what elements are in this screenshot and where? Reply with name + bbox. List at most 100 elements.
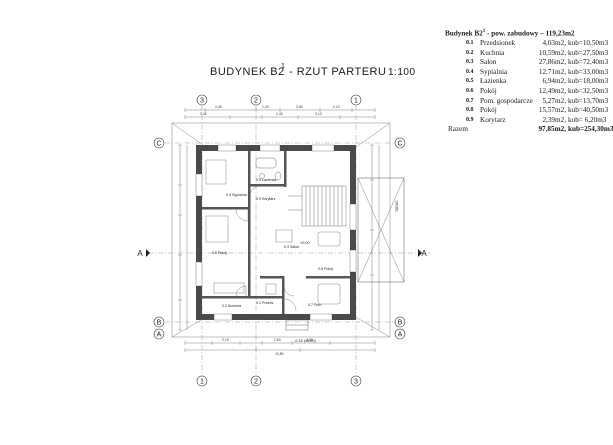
staircase xyxy=(301,185,347,227)
room-area: 2,39m2, xyxy=(542,115,566,124)
room-volume: kub=27,50m3 xyxy=(568,48,609,57)
inner-wall xyxy=(250,184,286,187)
door-swing xyxy=(235,285,247,297)
window xyxy=(217,144,237,152)
terrace-outline xyxy=(357,177,405,283)
room-area: 15,57m2, xyxy=(538,106,566,115)
inner-wall xyxy=(248,151,251,296)
legend-header: Budynek B21 - pow. zabudowy – 119,23m2 xyxy=(445,29,575,38)
legend-room-row: 0.3 Salon 27,86m2,kub=72,40m3 xyxy=(440,58,608,68)
section-label-a-right: A xyxy=(421,249,427,258)
inner-wall xyxy=(282,276,285,314)
entrance-elevation: -0,15 (±0,00) xyxy=(294,339,316,343)
svg-text:0.1 Przeds.: 0.1 Przeds. xyxy=(256,301,274,305)
room-volume: kub=72,40m3 xyxy=(568,58,609,67)
inner-wall xyxy=(260,276,284,279)
svg-text:0.9 Korytarz: 0.9 Korytarz xyxy=(256,197,276,201)
window xyxy=(259,144,281,152)
axis-label-2-top: 2 xyxy=(254,98,258,105)
svg-text:3,00: 3,00 xyxy=(306,338,313,342)
axis-marker-c-right xyxy=(394,137,406,149)
outer-wall-right xyxy=(350,145,356,320)
window xyxy=(309,313,333,321)
room-name: Przedsionek xyxy=(480,38,516,47)
room-volume: kub=32,50m3 xyxy=(568,86,609,95)
door-swing xyxy=(249,185,261,197)
axis-label-2-bottom: 2 xyxy=(254,379,258,386)
axis-marker-c-left xyxy=(153,137,165,149)
room-number: 0.9 xyxy=(466,116,474,123)
title-main: BUDYNEK B2 xyxy=(210,66,285,78)
axis-label-1-top: 1 xyxy=(354,98,358,105)
floor-elevation: +0,00 xyxy=(300,241,310,245)
axis-marker-b-left xyxy=(153,316,165,328)
room-number: 0.4 xyxy=(466,68,474,75)
svg-text:TARAS: TARAS xyxy=(395,200,399,212)
room-number: 0.5 xyxy=(466,78,474,85)
room-area: 27,86m2, xyxy=(538,58,566,67)
svg-text:2,45: 2,45 xyxy=(215,105,222,109)
window xyxy=(195,173,203,197)
room-legend: Budynek B21 - pow. zabudowy – 119,23m2 0… xyxy=(440,27,613,135)
room-volume: kub=33,00m3 xyxy=(568,67,609,76)
legend-total-row: Razem 97,85m2, kub=254,30m3 xyxy=(440,125,613,135)
section-label-a-left: A xyxy=(137,249,143,258)
door-swing xyxy=(235,208,249,222)
room-volume: kub=10,50m3 xyxy=(568,38,609,47)
room-number: 0.2 xyxy=(466,49,474,56)
room-name: Salon xyxy=(480,58,497,67)
axis-marker-b-right xyxy=(394,316,406,328)
svg-text:3,45: 3,45 xyxy=(200,112,207,116)
section-arrow-icon xyxy=(418,249,422,257)
title-rest: - RZUT PARTERU xyxy=(289,66,387,78)
room-volume: kub=18,00m3 xyxy=(568,77,609,86)
kitchen-counter xyxy=(213,282,245,294)
roof-outline xyxy=(171,122,391,338)
window xyxy=(213,313,233,321)
outer-wall-bottom xyxy=(196,314,356,320)
window xyxy=(311,144,335,152)
axis-label-a-left: A xyxy=(157,332,162,339)
room-name: Pom. gospodarcze xyxy=(480,96,533,105)
room-number: 0.3 xyxy=(466,59,474,66)
legend-total-area: 97,85m2, xyxy=(538,125,566,134)
bed xyxy=(205,159,227,185)
door-swing xyxy=(283,285,295,297)
svg-text:1,60: 1,60 xyxy=(274,338,281,342)
room-name: Kuchnia xyxy=(480,48,505,57)
room-area: 5,27m2, xyxy=(542,96,566,105)
svg-text:0.7 Pom.: 0.7 Pom. xyxy=(308,303,322,307)
svg-text:0.5 Łazienka: 0.5 Łazienka xyxy=(256,178,276,182)
room-name: Pokój xyxy=(480,106,497,115)
axis-label-c-right: C xyxy=(397,141,402,148)
washbasin xyxy=(259,173,265,179)
svg-text:0.3 Salon: 0.3 Salon xyxy=(284,245,299,249)
axis-label-b-left: B xyxy=(157,320,162,327)
room-number: 0.6 xyxy=(466,87,474,94)
legend-total-label: Razem xyxy=(448,125,468,134)
room-number: 0.7 xyxy=(466,97,474,104)
room-name: Sypialnia xyxy=(480,67,508,76)
drawing-title: BUDYNEK B2 1 - RZUT PARTERU 1:100 xyxy=(180,63,420,84)
title-sup: 1 xyxy=(281,63,286,70)
title-scale: 1:100 xyxy=(388,67,416,78)
svg-text:0.2 Kuchnia: 0.2 Kuchnia xyxy=(222,304,241,308)
room-volume: kub=40,50m3 xyxy=(568,106,609,115)
bed xyxy=(205,215,229,243)
stair-treads xyxy=(305,186,343,226)
axis-marker-a-right xyxy=(394,328,406,340)
svg-text:2,10: 2,10 xyxy=(333,105,340,109)
room-area: 4,03m2, xyxy=(542,38,566,47)
kitchen-unit xyxy=(265,283,277,295)
svg-text:10,80: 10,80 xyxy=(275,352,284,356)
axis-label-a-right: A xyxy=(398,332,403,339)
roof-hip-line xyxy=(351,314,391,338)
roof-hip-line xyxy=(351,122,391,151)
